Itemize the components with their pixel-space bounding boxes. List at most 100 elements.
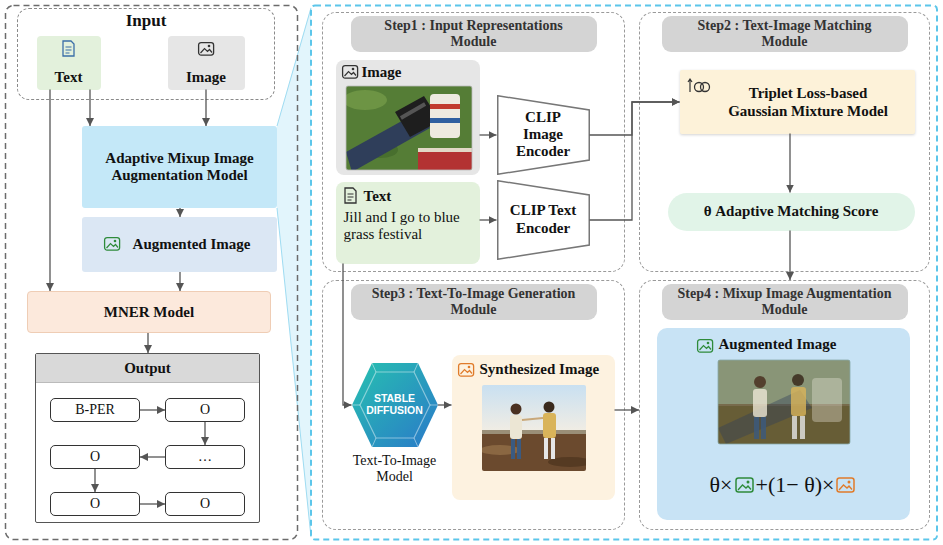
image-icon <box>105 238 120 251</box>
node-label: Step3 : Text-To-Image Generation Module <box>351 284 597 320</box>
formula-term: θ× <box>710 472 733 498</box>
matching-icon <box>688 79 710 92</box>
synthesized-photo <box>551 438 555 459</box>
input-photo <box>346 86 472 170</box>
image-icon <box>352 68 355 71</box>
text-icon <box>345 188 356 203</box>
photo-frame <box>718 360 850 444</box>
input-photo <box>418 148 472 152</box>
flow-arrow <box>94 469 95 492</box>
input-photo <box>430 104 460 109</box>
matching-icon <box>701 83 710 92</box>
synthesized-photo <box>482 430 586 434</box>
text-icon <box>345 188 356 203</box>
mixup-formula: θ× +(1− θ)× <box>657 468 910 502</box>
diffusion-logo <box>352 363 438 447</box>
synthesized-photo <box>482 445 520 455</box>
image-icon <box>114 240 117 243</box>
image-icon <box>199 43 214 56</box>
flow-arrow <box>140 456 165 457</box>
text-icon <box>348 194 354 200</box>
left-panel <box>6 6 298 540</box>
synthesized-photo <box>543 413 556 438</box>
encoder-trapezoid: CLIP Image Encoder <box>497 95 590 175</box>
node-label: B-PER <box>55 402 135 418</box>
node-label: Synthesized Image <box>480 361 609 378</box>
image-icon <box>199 43 214 56</box>
image-icon <box>107 244 119 249</box>
input-photo <box>346 86 472 170</box>
synthesized-image-icon <box>839 485 852 490</box>
augmented-photo <box>718 390 812 444</box>
augmented-photo <box>791 387 806 416</box>
input-photo <box>418 148 472 170</box>
flow-arrow <box>480 219 497 220</box>
synthesized-photo <box>482 432 586 471</box>
node-label: O <box>55 496 135 512</box>
matching-icon <box>688 79 692 92</box>
augmented-photo <box>792 416 797 439</box>
text-icon <box>66 47 72 53</box>
image-icon <box>345 72 357 77</box>
zoom-wedge <box>277 6 311 539</box>
image-icon <box>698 340 713 353</box>
synthesized-photo <box>510 415 522 439</box>
text-panel: TextJill and I go to blue grass festival <box>336 182 480 264</box>
image-icon <box>343 66 358 79</box>
augmented-photo <box>792 374 804 386</box>
image-icon <box>459 364 474 377</box>
photo-frame <box>346 86 472 170</box>
input-photo <box>346 90 387 110</box>
tag-box: O <box>50 492 140 516</box>
synthesized-photo <box>544 438 548 459</box>
node-label: O <box>55 449 135 465</box>
node-label: Step1 : Input Representations Module <box>351 16 597 52</box>
synthesized-photo <box>511 404 522 415</box>
synthesized-photo <box>548 457 586 467</box>
formula-term: +(1− θ)× <box>756 472 835 498</box>
input-photo <box>400 102 426 119</box>
augmented-photo <box>812 378 842 422</box>
synthesized-photo <box>544 402 555 413</box>
input-photo <box>430 118 460 123</box>
augmented-photo <box>753 389 767 417</box>
node-label: θ Adaptive Matching Score <box>678 203 905 220</box>
image-icon <box>105 238 120 251</box>
flow-arrow <box>179 208 180 217</box>
synthesized-image-icon <box>848 481 851 484</box>
input-text-box: Text <box>37 36 101 90</box>
mner-model-box: MNER Model <box>27 291 271 333</box>
node-label: Adaptive Mixup Image Augmentation Model <box>90 150 269 184</box>
flow-arrow <box>147 333 148 353</box>
flow-arrow <box>343 264 352 406</box>
tag-box: O <box>165 492 245 516</box>
node-label: Step4 : Mixup Image Augmentation Module <box>662 284 908 320</box>
node-label: MNER Model <box>32 304 266 321</box>
synth-panel: Synthesized Image <box>452 355 615 500</box>
step-module: Step1 : Input Representations ModuleImag… <box>322 12 625 272</box>
flow-arrow <box>204 422 205 445</box>
diffusion-logo <box>352 363 438 447</box>
synthesized-photo <box>522 418 543 420</box>
model-logo: STABLE DIFFUSIONText-To-Image Model <box>352 363 438 495</box>
original-image-icon <box>736 478 753 492</box>
flow-arrow <box>179 272 180 291</box>
image-icon <box>208 45 211 48</box>
text-icon <box>63 41 74 56</box>
augmented-photo <box>718 404 850 444</box>
tag-box: … <box>165 445 245 469</box>
augmented-photo <box>718 360 850 444</box>
augmented-image-box: Augmented Image <box>82 217 277 272</box>
image-icon <box>700 346 712 351</box>
image-icon <box>343 66 358 79</box>
node-label: Augmented Image <box>719 336 904 353</box>
trapezoid-shape <box>497 95 589 174</box>
step-module: Step2 : Text-Image Matching ModuleTriple… <box>639 12 930 272</box>
augmented-photo <box>761 417 766 439</box>
node-label: O <box>170 402 240 418</box>
node-label: Text <box>39 69 99 86</box>
image-icon <box>201 49 213 54</box>
node-label: STABLE DIFFUSION <box>352 363 438 447</box>
